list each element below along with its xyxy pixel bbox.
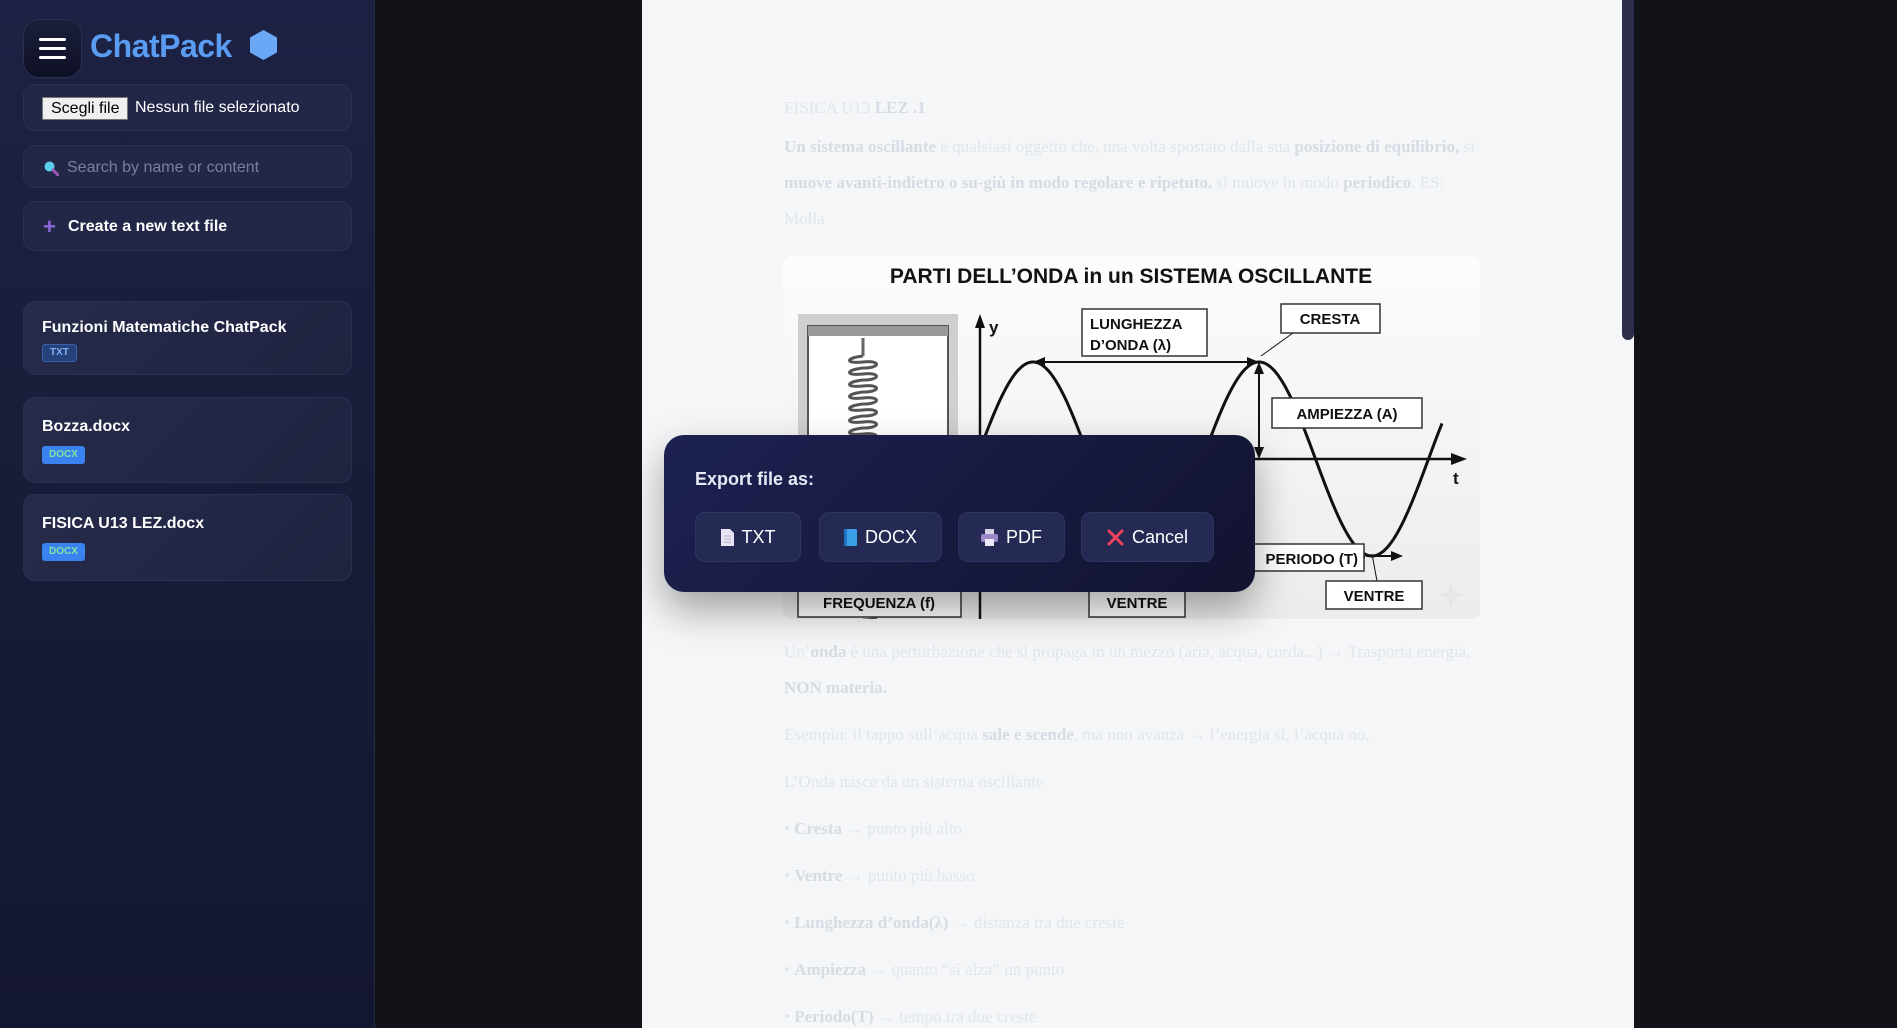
text-run: , ma non avanza → l’energia sì, l’acqua … [1073, 725, 1370, 744]
file-name: Funzioni Matematiche ChatPack [42, 319, 287, 336]
bold-text: LEZ .1 [874, 98, 926, 117]
export-docx-label: DOCX [864, 526, 917, 547]
hamburger-icon [39, 38, 66, 41]
text-run: si [1459, 137, 1475, 156]
file-type-badge: TXT [42, 344, 77, 362]
export-pdf-label: PDF [1006, 526, 1042, 547]
sparkle-icon [1439, 582, 1463, 608]
file-list-item[interactable]: Bozza.docx DOCX [23, 397, 352, 483]
bold-text: Ampiezza [794, 960, 866, 979]
bold-text: muove avanti-indietro o su-giù in modo r… [784, 173, 1213, 192]
export-dialog: Export file as: TXT DOCX PDF Cancel [664, 435, 1255, 592]
crest-label: CRESTA [1300, 311, 1361, 328]
app-logo: ChatPack [90, 28, 232, 64]
hexagon-logo-icon [250, 30, 277, 60]
hamburger-icon-line [39, 47, 66, 50]
wavelength-label-2: D’ONDA (λ) [1090, 337, 1171, 354]
hamburger-icon-line [39, 56, 66, 59]
trough-label: VENTRE [1344, 588, 1405, 605]
text-run: Esempio: il tappo sull’acqua [784, 725, 983, 744]
create-label: Create a new text file [68, 218, 228, 235]
text-run: • [784, 913, 795, 932]
file-list-item[interactable]: FISICA U13 LEZ.docx DOCX [23, 494, 352, 581]
document-paragraph: • Periodo(T) → tempo tra due creste [784, 999, 1484, 1028]
text-run: . ES: Molla [784, 173, 1445, 228]
text-run: → tempo tra due creste [873, 1007, 1037, 1026]
export-pdf-button[interactable]: PDF [958, 512, 1065, 562]
bold-text: NON materia. [784, 678, 887, 697]
document-paragraph: • Cresta → punto più alto [784, 811, 1484, 847]
search-icon [44, 161, 59, 176]
bold-text: sale e scende [982, 725, 1074, 744]
search-input[interactable] [67, 156, 337, 180]
document-paragraph: Un’onda è una perturbazione che si propa… [784, 634, 1484, 706]
text-run: → punto più basso [842, 866, 975, 885]
document-paragraph: • Lunghezza d’onda(λ) → distanza tra due… [784, 905, 1484, 941]
frequency-label: FREQUENZA (f) [823, 595, 935, 612]
file-list-item[interactable]: Funzioni Matematiche ChatPack TXT [23, 301, 352, 375]
file-type-badge: DOCX [42, 543, 85, 561]
text-run: si muove in modo [1212, 173, 1344, 192]
bold-text: Periodo(T) [794, 1007, 874, 1026]
choose-file-button[interactable]: Scegli file [42, 97, 129, 120]
text-run: • [784, 819, 795, 838]
amplitude-label: AMPIEZZA (A) [1296, 406, 1397, 423]
text-run: è una perturbazione che si propaga in un… [846, 642, 1471, 661]
document-paragraph: • Ventre → punto più basso [784, 858, 1484, 894]
document-paragraph: • Ampiezza → quanto “si alza” un punto [784, 952, 1484, 988]
text-run: → punto più alto [842, 819, 962, 838]
cancel-button[interactable]: Cancel [1081, 512, 1214, 562]
bold-text: posizione di equilibrio, [1294, 137, 1460, 156]
text-run: • [784, 1007, 795, 1026]
y-axis-label: y [989, 318, 999, 337]
text-run: L’Onda nasce da un sistema oscillante [784, 772, 1044, 791]
menu-button[interactable] [23, 19, 82, 78]
search-box [23, 145, 352, 188]
text-run: → quanto “si alza” un punto [865, 960, 1065, 979]
file-status: Nessun file selezionato [135, 99, 300, 116]
text-run: • [784, 866, 795, 885]
blue-book-icon [843, 528, 857, 546]
bold-text: periodico [1343, 173, 1412, 192]
text-run: • [784, 960, 795, 979]
diagram-title: PARTI DELL’ONDA in un SISTEMA OSCILLANTE [890, 265, 1372, 288]
trough-label-mid: VENTRE [1107, 595, 1168, 612]
text-run: è qualsiasi oggetto che, una volta spost… [936, 137, 1295, 156]
document-paragraph: Un sistema oscillante è qualsiasi oggett… [784, 129, 1484, 237]
bold-text: Lunghezza d’onda(λ) [794, 913, 949, 932]
document-icon [720, 528, 734, 546]
plus-icon: + [43, 214, 56, 239]
document-scrollbar[interactable] [1622, 0, 1634, 340]
period-label: PERIODO (T) [1266, 551, 1359, 568]
file-type-badge: DOCX [42, 446, 85, 464]
bold-text: Un sistema oscillante [784, 137, 937, 156]
bold-text: Ventre [794, 866, 843, 885]
file-upload: Scegli file Nessun file selezionato [23, 84, 352, 131]
cancel-label: Cancel [1131, 526, 1189, 547]
sidebar: ChatPack Scegli file Nessun file selezio… [0, 0, 375, 1028]
bold-text: Cresta [794, 819, 843, 838]
export-txt-button[interactable]: TXT [695, 512, 801, 562]
printer-icon [981, 528, 998, 546]
export-dialog-title: Export file as: [695, 469, 815, 489]
close-icon [1107, 529, 1124, 545]
wavelength-label: LUNGHEZZA [1090, 316, 1183, 333]
export-docx-button[interactable]: DOCX [819, 512, 942, 562]
export-txt-label: TXT [741, 526, 776, 547]
create-text-file-button[interactable]: + Create a new text file [23, 201, 352, 251]
text-run: Un’ [784, 642, 811, 661]
document-paragraph: L’Onda nasce da un sistema oscillante [784, 764, 1484, 800]
text-run: FISICA U13 [784, 98, 875, 117]
file-name: Bozza.docx [42, 418, 131, 435]
text-run: → distanza tra due creste [948, 913, 1125, 932]
document-text-bottom: Un’onda è una perturbazione che si propa… [784, 634, 1484, 1028]
file-name: FISICA U13 LEZ.docx [42, 515, 205, 532]
document-paragraph: FISICA U13 LEZ .1 [784, 90, 1484, 126]
t-axis-label: t [1453, 469, 1459, 488]
bold-text: onda [810, 642, 847, 661]
document-paragraph: Esempio: il tappo sull’acqua sale e scen… [784, 717, 1484, 753]
